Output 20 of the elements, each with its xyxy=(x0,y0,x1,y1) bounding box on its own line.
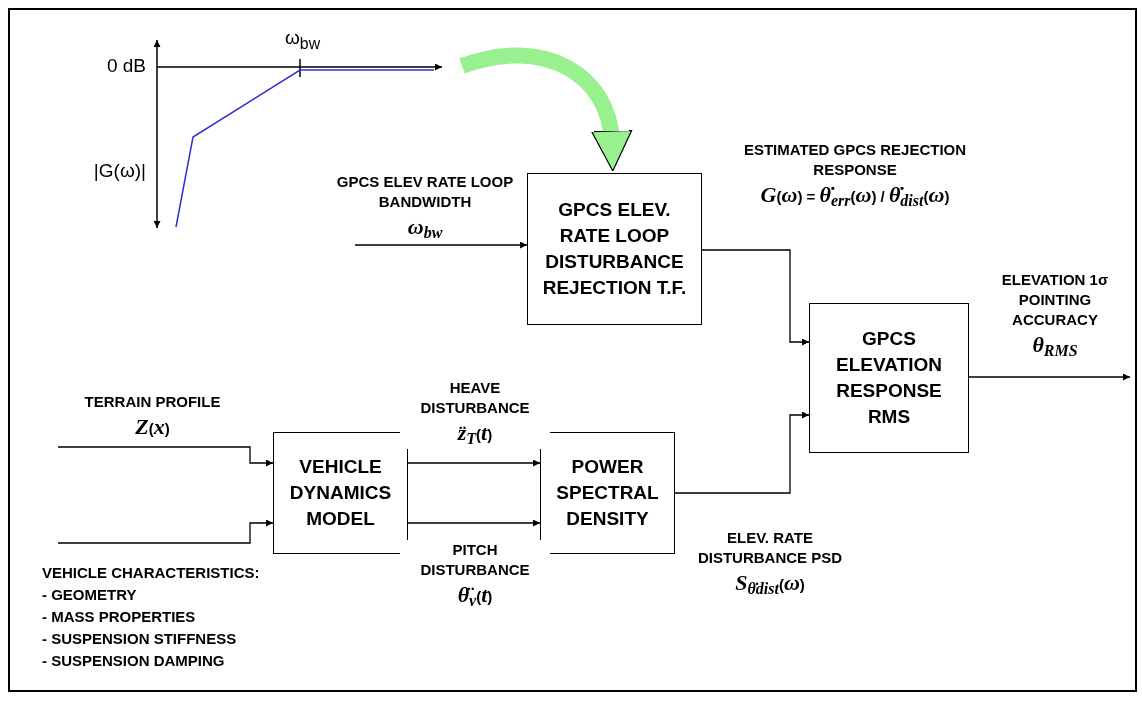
arrow xyxy=(57,519,274,544)
arrow xyxy=(57,446,274,467)
axis-label: |G(ω)| xyxy=(93,160,146,182)
list-item: - GEOMETRY xyxy=(42,585,137,605)
arrow xyxy=(701,249,810,346)
arrow xyxy=(354,241,528,249)
arrow xyxy=(407,519,541,527)
process-box: POWER SPECTRAL DENSITY xyxy=(540,432,675,554)
process-box: GPCS ELEVATION RESPONSE RMS xyxy=(809,303,969,453)
process-box: GPCS ELEV. RATE LOOP DISTURBANCE REJECTION T.F. xyxy=(527,173,702,325)
axis-label: ω$_{bw}$ xyxy=(285,27,321,53)
arrow xyxy=(407,459,541,467)
arrow xyxy=(674,411,810,494)
process-box: VEHICLE DYNAMICS MODEL xyxy=(273,432,408,554)
list-item: - SUSPENSION STIFFNESS xyxy=(42,629,237,649)
curved-arrow xyxy=(459,47,632,172)
list-item: - SUSPENSION DAMPING xyxy=(42,651,225,671)
arrow xyxy=(968,373,1131,381)
list-item: - MASS PROPERTIES xyxy=(42,607,196,627)
axis-label: 0 dB xyxy=(106,55,146,77)
